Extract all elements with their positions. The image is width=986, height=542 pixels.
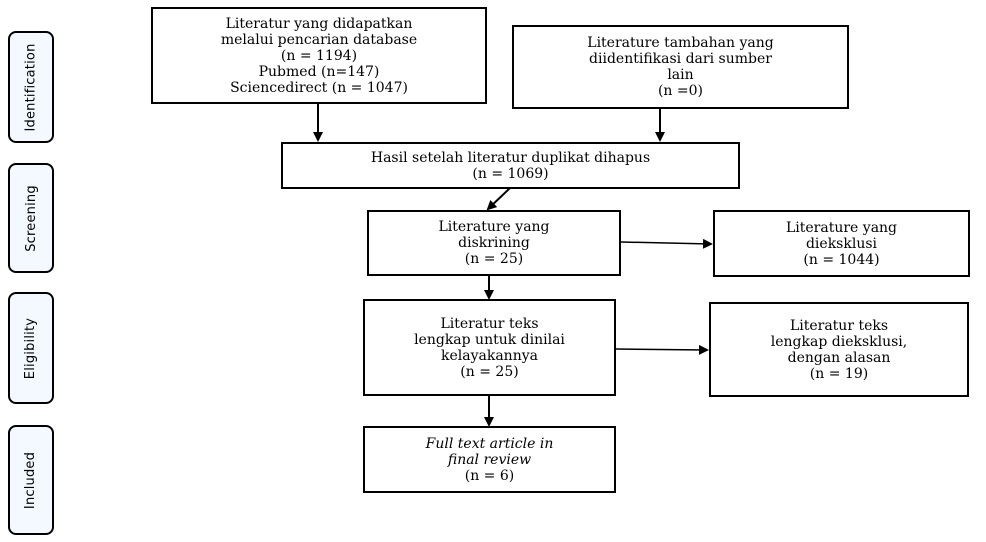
box-duplicates-removed-line: (n = 1069): [472, 165, 549, 182]
box-other-sources-line: lain: [667, 67, 694, 83]
box-duplicates-removed: Hasil setelah literatur duplikat dihapus…: [281, 142, 740, 189]
stage-included-label: Included: [23, 451, 39, 509]
box-full-text-excluded-line: (n = 19): [809, 365, 869, 382]
box-database-search-line: Sciencedirect (n = 1047): [230, 79, 408, 96]
box-other-sources-line: diidentifikasi dari sumber: [589, 51, 772, 67]
arrow-duplicates-to-screened: [486, 187, 511, 211]
box-excluded: Literature yang dieksklusi (n = 1044): [713, 210, 970, 277]
box-database-search-line: Literatur yang didapatkan: [225, 15, 413, 32]
box-full-text-excluded-line: dengan alasan: [787, 349, 891, 366]
box-excluded-line: dieksklusi: [805, 235, 878, 252]
box-included-line: Full text article in: [425, 435, 554, 452]
box-full-text-excluded-line: Literatur teks: [789, 317, 889, 334]
box-full-text-assessed: Literatur teks lengkap untuk dinilai kel…: [363, 299, 616, 396]
arrow-fulltext-to-excluded: [615, 344, 709, 355]
arrow-screened-to-excluded: [620, 238, 713, 249]
box-included-line: final review: [447, 451, 532, 468]
box-screened-line: diskrining: [458, 235, 530, 251]
box-full-text-assessed-line: (n = 25): [460, 363, 519, 380]
stage-screening-label: Screening: [23, 184, 39, 252]
box-excluded-line: (n = 1044): [803, 251, 880, 268]
box-screened: Literature yang diskrining (n = 25): [367, 210, 621, 276]
box-other-sources-line: Literature tambahan yang: [587, 35, 774, 51]
box-full-text-excluded: Literatur teks lengkap dieksklusi, denga…: [709, 302, 969, 397]
box-included-line: (n = 6): [464, 467, 515, 484]
box-database-search-line: Pubmed (n=147): [258, 63, 380, 80]
box-screened-line: Literature yang: [438, 219, 550, 235]
box-database-search: Literatur yang didapatkan melalui pencar…: [151, 7, 487, 104]
box-database-search-line: (n = 1194): [280, 47, 358, 64]
box-full-text-assessed-line: kelayakannya: [441, 347, 538, 364]
stage-eligibility-label: Eligibility: [23, 317, 39, 379]
box-full-text-assessed-line: Literatur teks: [440, 315, 539, 332]
box-duplicates-removed-line: Hasil setelah literatur duplikat dihapus: [370, 149, 651, 166]
box-screened-line: (n = 25): [464, 251, 524, 267]
box-included: Full text article in final review (n = 6…: [363, 426, 616, 493]
stage-identification: Identification: [8, 31, 54, 143]
box-other-sources-line: (n =0): [657, 83, 703, 99]
stage-screening: Screening: [8, 163, 54, 273]
stage-identification-label: Identification: [23, 42, 39, 132]
stage-included: Included: [8, 425, 54, 535]
stage-eligibility: Eligibility: [8, 292, 54, 404]
box-excluded-line: Literature yang: [785, 219, 898, 236]
box-database-search-line: melalui pencarian database: [220, 31, 418, 48]
box-other-sources: Literature tambahan yang diidentifikasi …: [512, 25, 849, 109]
box-full-text-assessed-line: lengkap untuk dinilai: [414, 331, 565, 348]
box-full-text-excluded-line: lengkap dieksklusi,: [770, 333, 908, 350]
